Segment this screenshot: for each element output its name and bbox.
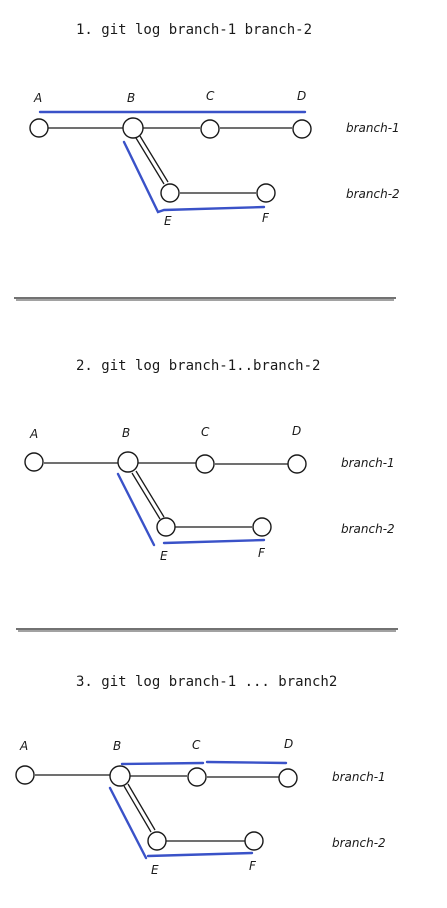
node-label-e: E <box>151 863 159 877</box>
node-label-e: E <box>160 549 168 563</box>
node-label-c: C <box>201 425 210 439</box>
commit-node-c <box>200 119 220 139</box>
node-label-b: B <box>113 739 121 753</box>
highlight-e-f <box>146 851 254 858</box>
highlight-c-d <box>205 760 288 765</box>
branch-label-1: branch-1 <box>346 121 400 135</box>
commit-node-a <box>29 118 49 138</box>
section-3: 3. git log branch-1 ... branch2 A B C D … <box>15 674 386 877</box>
node-label-d: D <box>297 89 306 103</box>
node-label-f: F <box>249 859 257 873</box>
highlight-branch-2 <box>122 140 266 214</box>
highlight-b-e <box>116 472 156 547</box>
edge-b-e <box>131 472 161 520</box>
section-3-title: 3. git log branch-1 ... branch2 <box>76 674 337 690</box>
commit-node-e <box>156 517 176 537</box>
node-label-f: F <box>258 546 266 560</box>
branch-label-1: branch-1 <box>341 456 395 470</box>
commit-node-f <box>252 517 272 537</box>
node-label-a: A <box>19 739 28 753</box>
highlight-b-e <box>108 786 148 860</box>
commit-node-d <box>292 119 312 139</box>
commit-node-f <box>256 183 276 203</box>
commit-node-e <box>147 831 167 851</box>
edge-b-e-2 <box>135 470 165 518</box>
node-label-a: A <box>29 427 38 441</box>
node-label-c: C <box>206 89 215 103</box>
commit-node-a <box>15 765 35 785</box>
branch-label-2: branch-2 <box>346 187 400 201</box>
commit-node-c <box>187 767 207 787</box>
section-2-title: 2. git log branch-1..branch-2 <box>76 358 320 374</box>
edge-b-e-2 <box>127 783 156 831</box>
node-label-d: D <box>284 737 293 751</box>
commit-node-c <box>195 454 215 474</box>
node-label-f: F <box>262 211 270 225</box>
commit-node-f <box>244 831 264 851</box>
section-2: 2. git log branch-1..branch-2 A B C D E … <box>24 358 395 563</box>
edge-b-e <box>135 137 165 185</box>
commit-node-d <box>278 768 298 788</box>
node-label-a: A <box>33 91 42 105</box>
highlight-b-c <box>120 761 205 766</box>
node-label-c: C <box>192 738 201 752</box>
commit-node-b <box>122 117 144 139</box>
node-label-b: B <box>127 91 135 105</box>
node-label-b: B <box>122 426 130 440</box>
highlight-e-f <box>162 538 266 545</box>
branch-label-2: branch-2 <box>332 836 386 850</box>
node-label-e: E <box>164 214 172 228</box>
branch-label-2: branch-2 <box>341 522 395 536</box>
node-label-d: D <box>292 424 301 438</box>
branch-label-1: branch-1 <box>332 770 386 784</box>
commit-node-b <box>117 451 139 473</box>
edge-b-e <box>123 785 152 833</box>
edge-b-e-2 <box>139 135 169 183</box>
commit-node-d <box>287 454 307 474</box>
commit-node-b <box>109 765 131 787</box>
commit-node-a <box>24 452 44 472</box>
section-1-title: 1. git log branch-1 branch-2 <box>76 22 312 38</box>
section-1: 1. git log branch-1 branch-2 A B C D E F… <box>29 22 400 228</box>
commit-node-e <box>160 183 180 203</box>
